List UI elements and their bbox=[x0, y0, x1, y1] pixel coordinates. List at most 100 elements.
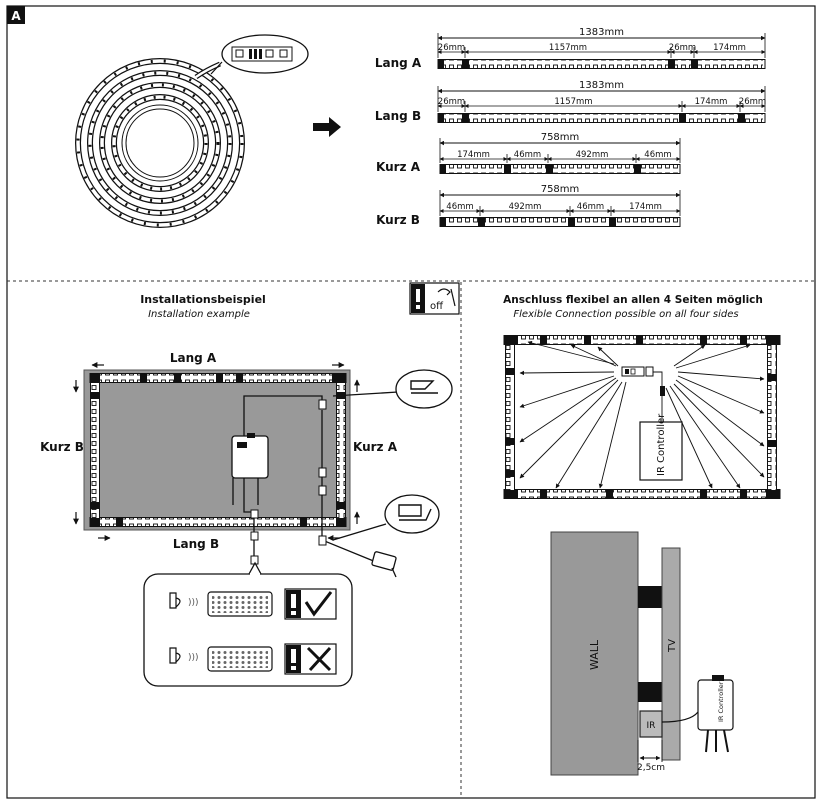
conn-connector-block bbox=[506, 438, 515, 445]
segment-length-label: 26mm bbox=[739, 97, 766, 107]
ir-controller-box bbox=[231, 433, 269, 479]
strip-name: Lang B bbox=[375, 109, 421, 123]
install-connector-block bbox=[140, 374, 147, 383]
gap-dimension bbox=[637, 740, 663, 762]
segment-length-label: 26mm bbox=[669, 43, 696, 53]
power-off-warning-icon: off bbox=[409, 282, 460, 315]
install-top-label: Lang A bbox=[170, 351, 217, 365]
conn-connector-block bbox=[606, 490, 613, 499]
ir-receiver-icon bbox=[169, 592, 181, 609]
conn-connector-block bbox=[740, 336, 747, 345]
install-left-label: Kurz B bbox=[40, 440, 84, 454]
segment-length-label: 174mm bbox=[695, 97, 728, 107]
install-connector-block bbox=[332, 374, 346, 383]
remote-wrong-row: ))) bbox=[169, 643, 337, 675]
tv-back-panel bbox=[83, 369, 351, 531]
segment-length-label: 492mm bbox=[576, 150, 609, 160]
install-connector-block bbox=[337, 502, 346, 509]
ir-controller-small-label: IR Controller bbox=[717, 681, 725, 722]
strip-connector-block bbox=[440, 164, 446, 174]
segment-length-label: 46mm bbox=[644, 150, 671, 160]
conn-connector-block bbox=[506, 470, 515, 477]
strip-lang-b: Lang B 1383mm 26mm 1157mm 174mm 26mm bbox=[375, 80, 766, 123]
connection-led-frame bbox=[503, 335, 781, 499]
total-length-label: 758mm bbox=[541, 184, 580, 195]
svg-text:))): ))) bbox=[188, 653, 199, 663]
total-length-label: 1383mm bbox=[579, 80, 624, 91]
install-title: Installationsbeispiel bbox=[140, 293, 266, 306]
svg-text:))): ))) bbox=[188, 598, 199, 608]
install-connector-block bbox=[90, 374, 100, 383]
ir-controller-label: IR Controller bbox=[656, 413, 667, 476]
strip-connector-block bbox=[634, 164, 641, 174]
power-adapter-icon bbox=[371, 551, 397, 578]
segment-length-label: 46mm bbox=[577, 202, 604, 212]
connection-subtitle: Flexible Connection possible on all four… bbox=[513, 309, 738, 320]
install-connector-block bbox=[90, 518, 100, 527]
install-connector-block bbox=[300, 518, 307, 527]
tv-side bbox=[661, 547, 681, 761]
led-reel bbox=[75, 58, 245, 228]
install-right-label: Kurz A bbox=[353, 440, 398, 454]
conn-connector-block bbox=[506, 368, 515, 375]
strip-connector-block bbox=[609, 217, 616, 227]
strip-name: Lang A bbox=[375, 56, 422, 70]
install-connector-block bbox=[336, 518, 346, 527]
install-connector-block bbox=[216, 374, 223, 383]
ir-cable bbox=[661, 711, 699, 723]
conn-connector-block bbox=[700, 336, 707, 345]
strip-connector-block bbox=[568, 217, 575, 227]
conn-connector-block bbox=[584, 336, 591, 345]
segment-length-label: 1157mm bbox=[549, 43, 587, 53]
wall-bracket-bottom bbox=[638, 682, 662, 702]
section-label: A bbox=[11, 9, 21, 23]
strip-name: Kurz A bbox=[376, 160, 421, 174]
total-length-label: 758mm bbox=[541, 132, 580, 143]
segment-length-label: 26mm bbox=[438, 97, 465, 107]
conn-connector-block bbox=[768, 440, 777, 447]
conn-connector-block bbox=[740, 490, 747, 499]
conn-connector-block bbox=[636, 336, 643, 345]
conn-connector-block bbox=[540, 336, 547, 345]
led-strip bbox=[437, 59, 766, 69]
strip-connector-block bbox=[668, 59, 675, 69]
segment-length-label: 174mm bbox=[713, 43, 746, 53]
conn-connector-block bbox=[766, 490, 780, 499]
segment-length-label: 1157mm bbox=[554, 97, 592, 107]
install-led-frame bbox=[89, 373, 347, 527]
right-arrow-icon bbox=[313, 117, 341, 137]
ir-controller-block bbox=[639, 421, 683, 481]
install-connector-block bbox=[91, 392, 100, 399]
install-bottom-strip bbox=[89, 517, 347, 527]
connection-lines bbox=[519, 340, 765, 489]
gap-label: 2,5cm bbox=[637, 763, 665, 773]
install-connector-block bbox=[236, 374, 243, 383]
strip-connector-block bbox=[738, 113, 745, 123]
conn-connector-block bbox=[540, 490, 547, 499]
segment-length-label: 174mm bbox=[629, 202, 662, 212]
strip-connector-block bbox=[438, 59, 444, 69]
led-strip bbox=[439, 217, 681, 227]
strip-connector-block bbox=[438, 113, 444, 123]
ir-sensor-label: IR bbox=[647, 721, 656, 731]
conn-connector-block bbox=[504, 336, 518, 345]
wall bbox=[550, 531, 639, 776]
install-subtitle: Installation example bbox=[148, 309, 250, 320]
strip-connector-block bbox=[462, 59, 469, 69]
install-connector-block bbox=[91, 502, 100, 509]
segment-length-label: 26mm bbox=[438, 43, 465, 53]
segment-length-label: 174mm bbox=[457, 150, 490, 160]
install-connectors bbox=[250, 399, 327, 565]
strip-connector-block bbox=[546, 164, 553, 174]
led-strip bbox=[439, 164, 681, 174]
conn-connector-block bbox=[766, 336, 780, 345]
install-connector-block bbox=[174, 374, 181, 383]
checkmark-icon bbox=[304, 591, 333, 617]
tv-label: TV bbox=[667, 639, 678, 653]
segment-length-label: 46mm bbox=[446, 202, 473, 212]
segment-length-label: 46mm bbox=[514, 150, 541, 160]
conn-connector-block bbox=[768, 374, 777, 381]
